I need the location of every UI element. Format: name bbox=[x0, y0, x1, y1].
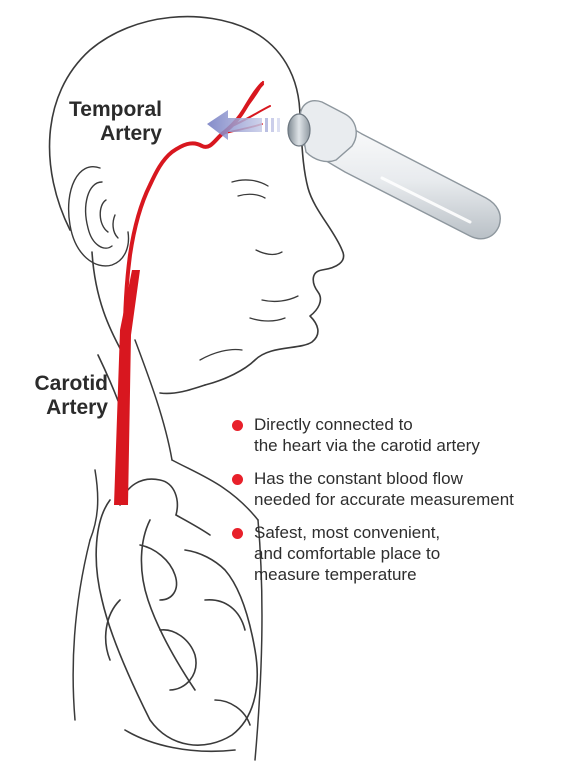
benefits-list: Directly connected to the heart via the … bbox=[230, 414, 570, 597]
head-outline bbox=[50, 17, 344, 420]
list-item: Safest, most convenient, and comfortable… bbox=[230, 522, 570, 585]
temporal-thermometer-icon bbox=[288, 101, 500, 239]
temporal-label-line-1: Temporal bbox=[40, 98, 162, 122]
list-item: Directly connected to the heart via the … bbox=[230, 414, 570, 456]
temporal-artery-label: Temporal Artery bbox=[40, 98, 162, 146]
temporal-branch-1 bbox=[244, 82, 263, 110]
bullet-text: Has the constant blood flow needed for a… bbox=[254, 468, 570, 510]
carotid-artery-vessel bbox=[114, 270, 140, 505]
carotid-artery-label: Carotid Artery bbox=[10, 372, 108, 420]
list-item: Has the constant blood flow needed for a… bbox=[230, 468, 570, 510]
face-features bbox=[200, 180, 298, 360]
carotid-label-line-1: Carotid bbox=[10, 372, 108, 396]
bullet-dot-icon bbox=[232, 474, 243, 485]
bullet-text: Directly connected to the heart via the … bbox=[254, 414, 570, 456]
bullet-dot-icon bbox=[232, 528, 243, 539]
bullet-text: Safest, most convenient, and comfortable… bbox=[254, 522, 570, 585]
carotid-label-line-2: Artery bbox=[10, 396, 108, 420]
bullet-dot-icon bbox=[232, 420, 243, 431]
ear-drawing bbox=[69, 167, 129, 266]
temporal-label-line-2: Artery bbox=[40, 122, 162, 146]
